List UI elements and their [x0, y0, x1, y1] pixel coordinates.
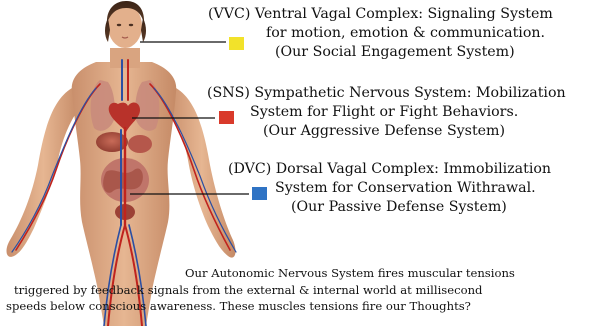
- sns-title-line: (SNS) Sympathetic Nervous System: Mobili…: [207, 84, 566, 103]
- vvc-legend: (VVC) Ventral Vagal Complex: Signaling S…: [208, 5, 553, 62]
- sns-subtitle-line: (Our Aggressive Defense System): [207, 122, 566, 141]
- dvc-description-line: System for Conservation Withrawal.: [228, 179, 551, 198]
- caption: Our Autonomic Nervous System fires muscu…: [0, 265, 608, 315]
- sns-description-line: System for Flight or Fight Behaviors.: [207, 103, 566, 122]
- vvc-description-line: for motion, emotion & communication.: [208, 24, 553, 43]
- caption-line-1: Our Autonomic Nervous System fires muscu…: [0, 265, 608, 282]
- caption-line-3: speeds below conscious awareness. These …: [0, 298, 608, 315]
- vvc-title-line: (VVC) Ventral Vagal Complex: Signaling S…: [208, 5, 553, 24]
- vvc-subtitle-line: (Our Social Engagement System): [208, 43, 553, 62]
- dvc-subtitle-line: (Our Passive Defense System): [228, 198, 551, 217]
- dvc-title-line: (DVC) Dorsal Vagal Complex: Immobilizati…: [228, 160, 551, 179]
- dvc-legend: (DVC) Dorsal Vagal Complex: Immobilizati…: [228, 160, 551, 217]
- caption-line-2: triggered by feedback signals from the e…: [0, 282, 608, 299]
- sns-legend: (SNS) Sympathetic Nervous System: Mobili…: [207, 84, 566, 141]
